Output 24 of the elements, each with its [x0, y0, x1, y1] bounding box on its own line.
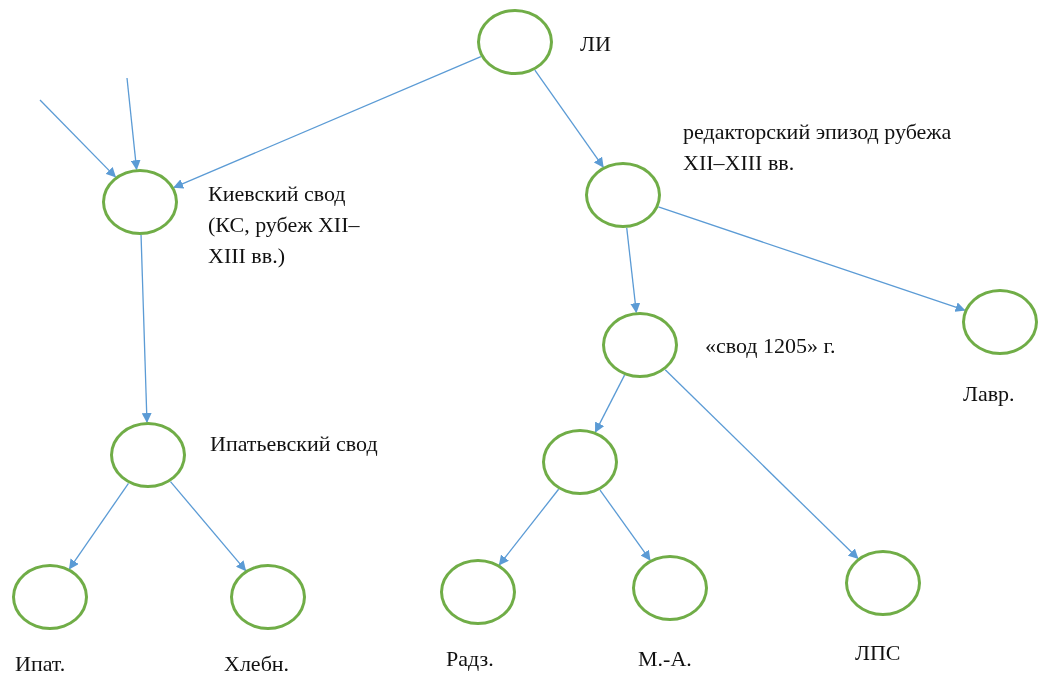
node-caption: Хлебн. — [224, 650, 291, 678]
node-caption: ЛИ — [580, 30, 612, 58]
node-caption: Ипатьевский свод — [210, 430, 379, 458]
node-caption: М.-А. — [638, 645, 693, 673]
arrow — [599, 489, 651, 561]
arrow — [68, 482, 130, 570]
arrow — [498, 488, 560, 566]
arrow — [169, 480, 247, 572]
arrow — [173, 55, 482, 189]
arrow — [534, 69, 604, 168]
node-caption: Ипат. — [15, 650, 67, 678]
node-caption: Киевский свод (КС, рубеж XII– XIII вв.) — [208, 180, 361, 270]
arrow — [39, 99, 117, 178]
node-caption: редакторский эпизод рубежа XII–XIII вв. — [683, 118, 953, 177]
arrow — [657, 206, 966, 312]
arrow — [664, 369, 859, 559]
node-caption: ЛПС — [855, 639, 902, 667]
arrow — [140, 234, 152, 423]
node-caption: «свод 1205» г. — [705, 332, 837, 360]
node-caption: Радз. — [446, 645, 495, 673]
arrow — [594, 374, 626, 433]
arrow — [126, 77, 141, 171]
arrow — [626, 227, 641, 314]
node-caption: Лавр. — [963, 380, 1016, 408]
